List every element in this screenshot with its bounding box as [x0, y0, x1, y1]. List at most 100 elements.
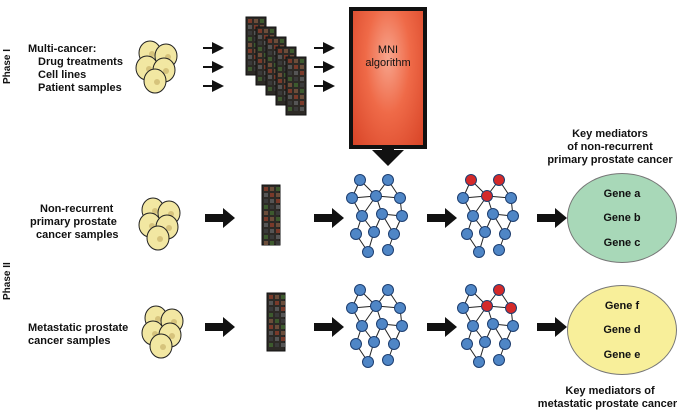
phase1-array-1-spot-0-1 — [264, 29, 268, 33]
metastatic-array-spot-5-2 — [281, 325, 285, 329]
primary-array-spot-0-1 — [270, 187, 274, 191]
primary-network-1-node-7 — [396, 210, 408, 222]
primary-array-spot-8-1 — [270, 235, 274, 239]
phase1-array-4-spot-0-2 — [300, 59, 304, 63]
phase1-array-4-spot-3-1 — [294, 77, 298, 81]
primary-network-2-node-4 — [505, 192, 517, 204]
phase1-array-3-spot-6-0 — [278, 85, 282, 89]
metastatic-network-2-node-5 — [467, 320, 479, 332]
metastatic-network-1-node-5 — [356, 320, 368, 332]
phase1-array-1-spot-2-0 — [258, 41, 262, 45]
metastatic-label-line1: Metastatic prostate — [28, 322, 129, 334]
primary-array-spot-4-0 — [264, 211, 268, 215]
metastatic-network-2-node-2 — [457, 302, 469, 314]
phase1-label: Phase I — [2, 48, 13, 84]
phase1-array-4-spot-2-1 — [294, 71, 298, 75]
metastatic-arrow-3 — [427, 317, 457, 337]
metastatic-array-spot-3-2 — [281, 313, 285, 317]
primary-mediators-line1: Key mediators — [572, 128, 648, 140]
metastatic-network-2-node-10 — [499, 338, 511, 350]
phase1-array-4-spot-5-1 — [294, 89, 298, 93]
phase1-array-4-spot-1-2 — [300, 65, 304, 69]
primary-network-1-node-6 — [376, 208, 388, 220]
metastatic-network-1-node-3 — [370, 300, 382, 312]
phase1-array-0-spot-5-0 — [248, 49, 252, 53]
phase1-array-2-spot-4-0 — [268, 63, 272, 67]
primary-network-1-node-2 — [346, 192, 358, 204]
phase1-array-2-spot-5-0 — [268, 69, 272, 73]
metastatic-arrow-4 — [537, 317, 567, 337]
phase1-array-0-spot-1-0 — [248, 25, 252, 29]
mni-down-arrow — [372, 137, 404, 166]
gene-a-label: Gene a — [603, 188, 641, 200]
phase1-array-0-spot-0-0 — [248, 19, 252, 23]
phase1-array-4-spot-1-0 — [288, 65, 292, 69]
primary-array-spot-5-2 — [276, 217, 280, 221]
primary-network-2-node-1 — [493, 174, 505, 186]
metastatic-arrow-1 — [205, 317, 235, 337]
primary-network-2-node-9 — [479, 226, 491, 238]
phase1-array-0-spot-2-0 — [248, 31, 252, 35]
primary-array-spot-2-1 — [270, 199, 274, 203]
phase1-array-0-spot-6-0 — [248, 55, 252, 59]
phase1-array-4-spot-6-0 — [288, 95, 292, 99]
phase1-cells-nucleus-3 — [163, 68, 169, 74]
primary-array-spot-9-0 — [264, 241, 268, 245]
phase1-array-3-spot-0-2 — [290, 49, 294, 53]
phase1-array-1-spot-0-2 — [270, 29, 274, 33]
primary-mediators-line2: of non-recurrent — [567, 141, 653, 153]
metastatic-cells-nucleus-0 — [155, 316, 161, 322]
metastatic-array-spot-1-2 — [281, 301, 285, 305]
phase1-array-0-spot-8-0 — [248, 67, 252, 71]
primary-array-spot-0-0 — [264, 187, 268, 191]
primary-network-1-node-5 — [356, 210, 368, 222]
phase1-item-drug: Drug treatments — [38, 56, 123, 68]
primary-cells-nucleus-0 — [152, 208, 158, 214]
primary-array-spot-5-0 — [264, 217, 268, 221]
phase1-array-4-spot-8-0 — [288, 107, 292, 111]
primary-array-spot-7-2 — [276, 229, 280, 233]
phase1-item-cell: Cell lines — [38, 69, 87, 81]
metastatic-array-spot-3-0 — [269, 313, 273, 317]
metastatic-array-spot-8-2 — [281, 343, 285, 347]
metastatic-network-1-node-0 — [354, 284, 366, 296]
metastatic-network-1-node-8 — [350, 338, 362, 350]
phase1-array-4-spot-3-2 — [300, 77, 304, 81]
metastatic-network-2-node-8 — [461, 338, 473, 350]
primary-network-2-node-2 — [457, 192, 469, 204]
phase1-array-4-spot-5-0 — [288, 89, 292, 93]
phase1-array-1-spot-3-0 — [258, 47, 262, 51]
primary-arrow-3 — [427, 208, 457, 228]
phase1-array-1-spot-1-0 — [258, 35, 262, 39]
metastatic-cells-nucleus-3 — [169, 333, 175, 339]
phase1-array-4-spot-0-1 — [294, 59, 298, 63]
phase1-array-3-spot-2-0 — [278, 61, 282, 65]
mni-algorithm-box: MNI algorithm — [349, 7, 427, 149]
metastatic-network-2-node-4 — [505, 302, 517, 314]
primary-array-spot-4-1 — [270, 211, 274, 215]
primary-network-1-node-8 — [350, 228, 362, 240]
phase1-array-1-spot-5-0 — [258, 59, 262, 63]
phase1-array-2-spot-0-2 — [280, 39, 284, 43]
primary-array-spot-9-2 — [276, 241, 280, 245]
primary-network-2-node-8 — [461, 228, 473, 240]
primary-array-spot-1-2 — [276, 193, 280, 197]
metastatic-array-spot-4-1 — [275, 319, 279, 323]
phase1-array-3-spot-0-1 — [284, 49, 288, 53]
gene-b-label: Gene b — [603, 212, 641, 224]
metastatic-array-spot-5-1 — [275, 325, 279, 329]
primary-label-line1: Non-recurrent — [40, 203, 114, 215]
primary-label-line3: cancer samples — [36, 229, 119, 241]
metastatic-network-2-node-11 — [473, 356, 485, 368]
primary-network-1-node-0 — [354, 174, 366, 186]
metastatic-network-1-node-2 — [346, 302, 358, 314]
metastatic-arrow-2 — [314, 317, 344, 337]
mni-label-line2: algorithm — [365, 57, 411, 69]
metastatic-network-1-node-1 — [382, 284, 394, 296]
metastatic-array-spot-6-1 — [275, 331, 279, 335]
metastatic-array-spot-6-0 — [269, 331, 273, 335]
phase1-array-3-spot-4-0 — [278, 73, 282, 77]
metastatic-network-1-node-12 — [382, 354, 394, 366]
metastatic-array-spot-1-1 — [275, 301, 279, 305]
